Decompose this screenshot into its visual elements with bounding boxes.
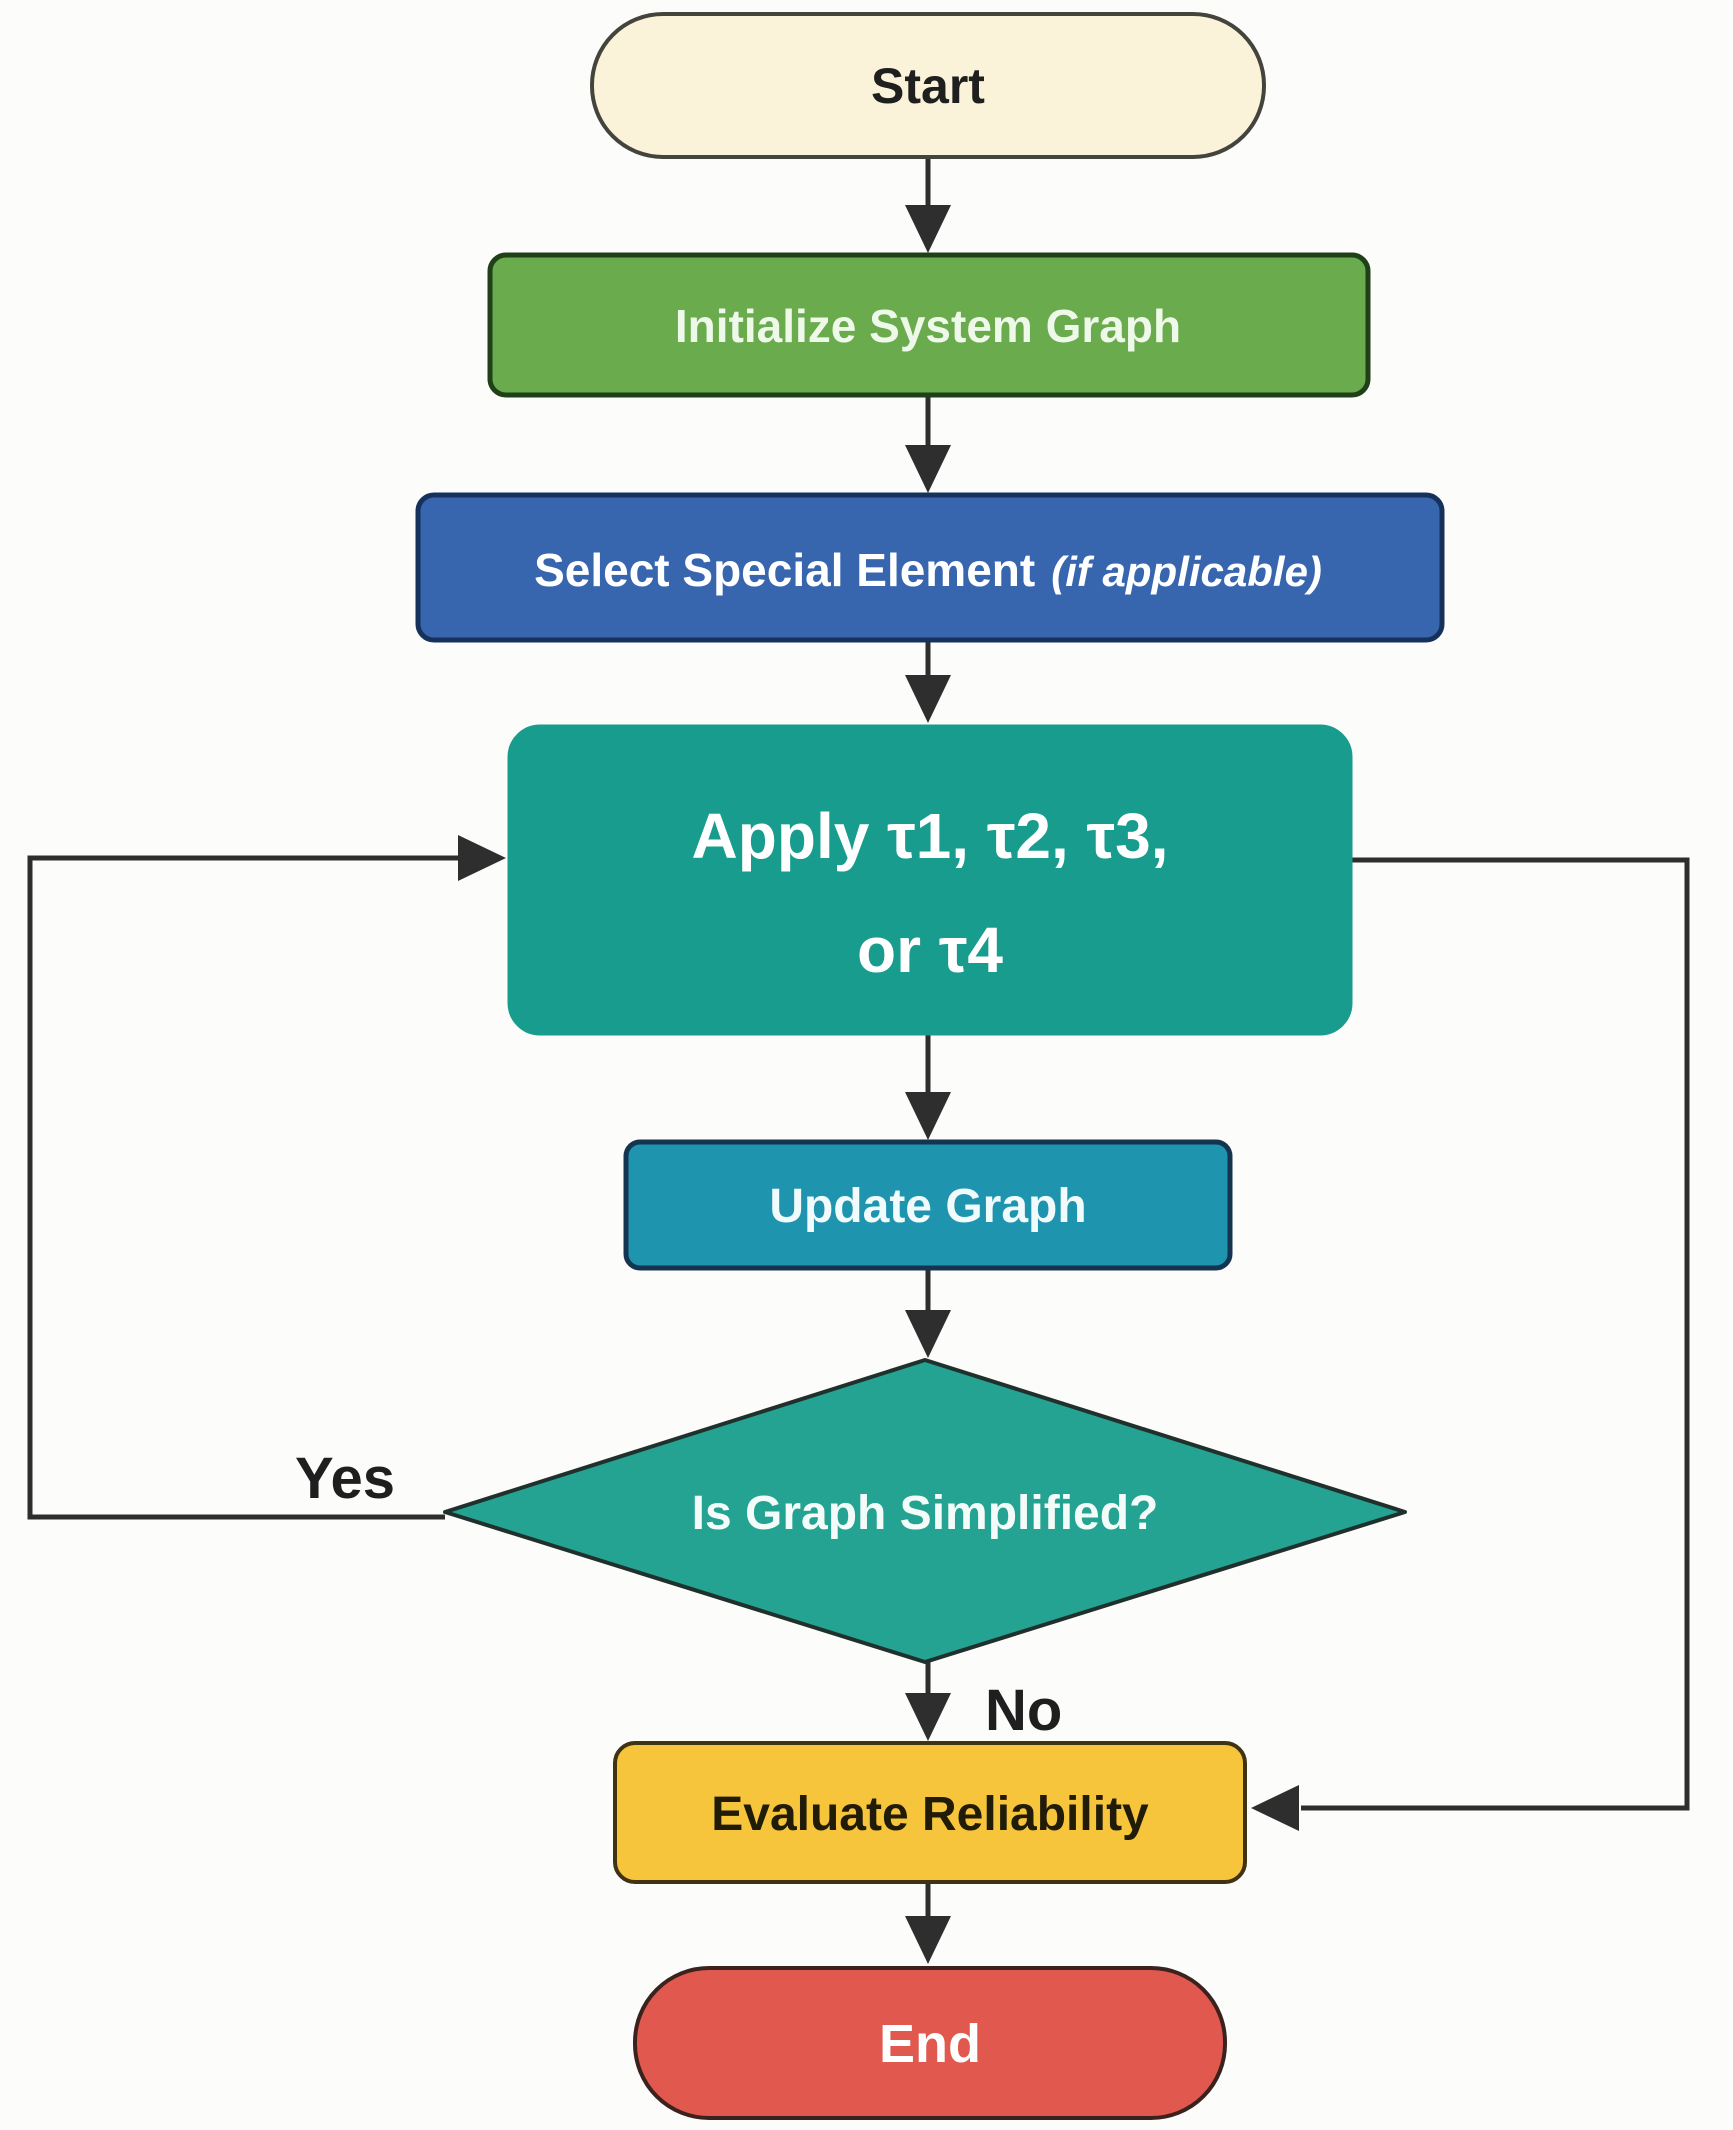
no-edge-label: No [985,1678,1062,1743]
arrowhead-down-icon [905,1693,951,1741]
apply-label-line2: or τ4 [857,914,1003,986]
decision-node: Is Graph Simplified? [443,1358,1407,1664]
evaluate-node: Evaluate Reliability [613,1741,1247,1884]
apply-label-line1: Apply τ1, τ2, τ3, [692,800,1169,872]
select-label-group: Select Special Element (if applicable) [534,544,1322,596]
initialize-shape [487,252,1371,398]
select-node: Select Special Element (if applicable) [415,492,1445,643]
update-shape [623,1139,1233,1271]
start-node: Start [590,12,1266,159]
yes-loop-line [27,855,458,1520]
arrowhead-down-icon [905,1310,951,1358]
end-shape [633,1966,1227,2120]
apply-node: Apply τ1, τ2, τ3, or τ4 [507,724,1353,1036]
end-label: End [879,2014,981,2074]
initialize-label: Initialize System Graph [675,300,1181,352]
evaluate-label: Evaluate Reliability [711,1788,1149,1841]
arrowhead-left-icon [1251,1785,1299,1831]
arrowhead-down-icon [905,675,951,723]
initialize-node: Initialize System Graph [487,252,1371,398]
yes-edge-label: Yes [295,1446,395,1511]
end-node: End [633,1966,1227,2120]
start-shape [590,12,1266,159]
arrowhead-down-icon [905,205,951,253]
arrowhead-down-icon [905,445,951,493]
apply-to-evaluate-line [1301,857,1690,1811]
update-label: Update Graph [769,1180,1086,1233]
evaluate-shape [613,1741,1247,1884]
arrowhead-down-icon [905,1092,951,1140]
arrowhead-right-icon [458,835,506,881]
select-label: Select Special Element [534,544,1035,596]
decision-label: Is Graph Simplified? [692,1487,1159,1540]
start-label: Start [871,58,985,114]
update-node: Update Graph [623,1139,1233,1271]
select-label-note: (if applicable) [1051,548,1322,595]
arrowhead-down-icon [905,1916,951,1964]
apply-shape [507,724,1353,1036]
select-shape [415,492,1445,643]
decision-shape [443,1358,1407,1664]
